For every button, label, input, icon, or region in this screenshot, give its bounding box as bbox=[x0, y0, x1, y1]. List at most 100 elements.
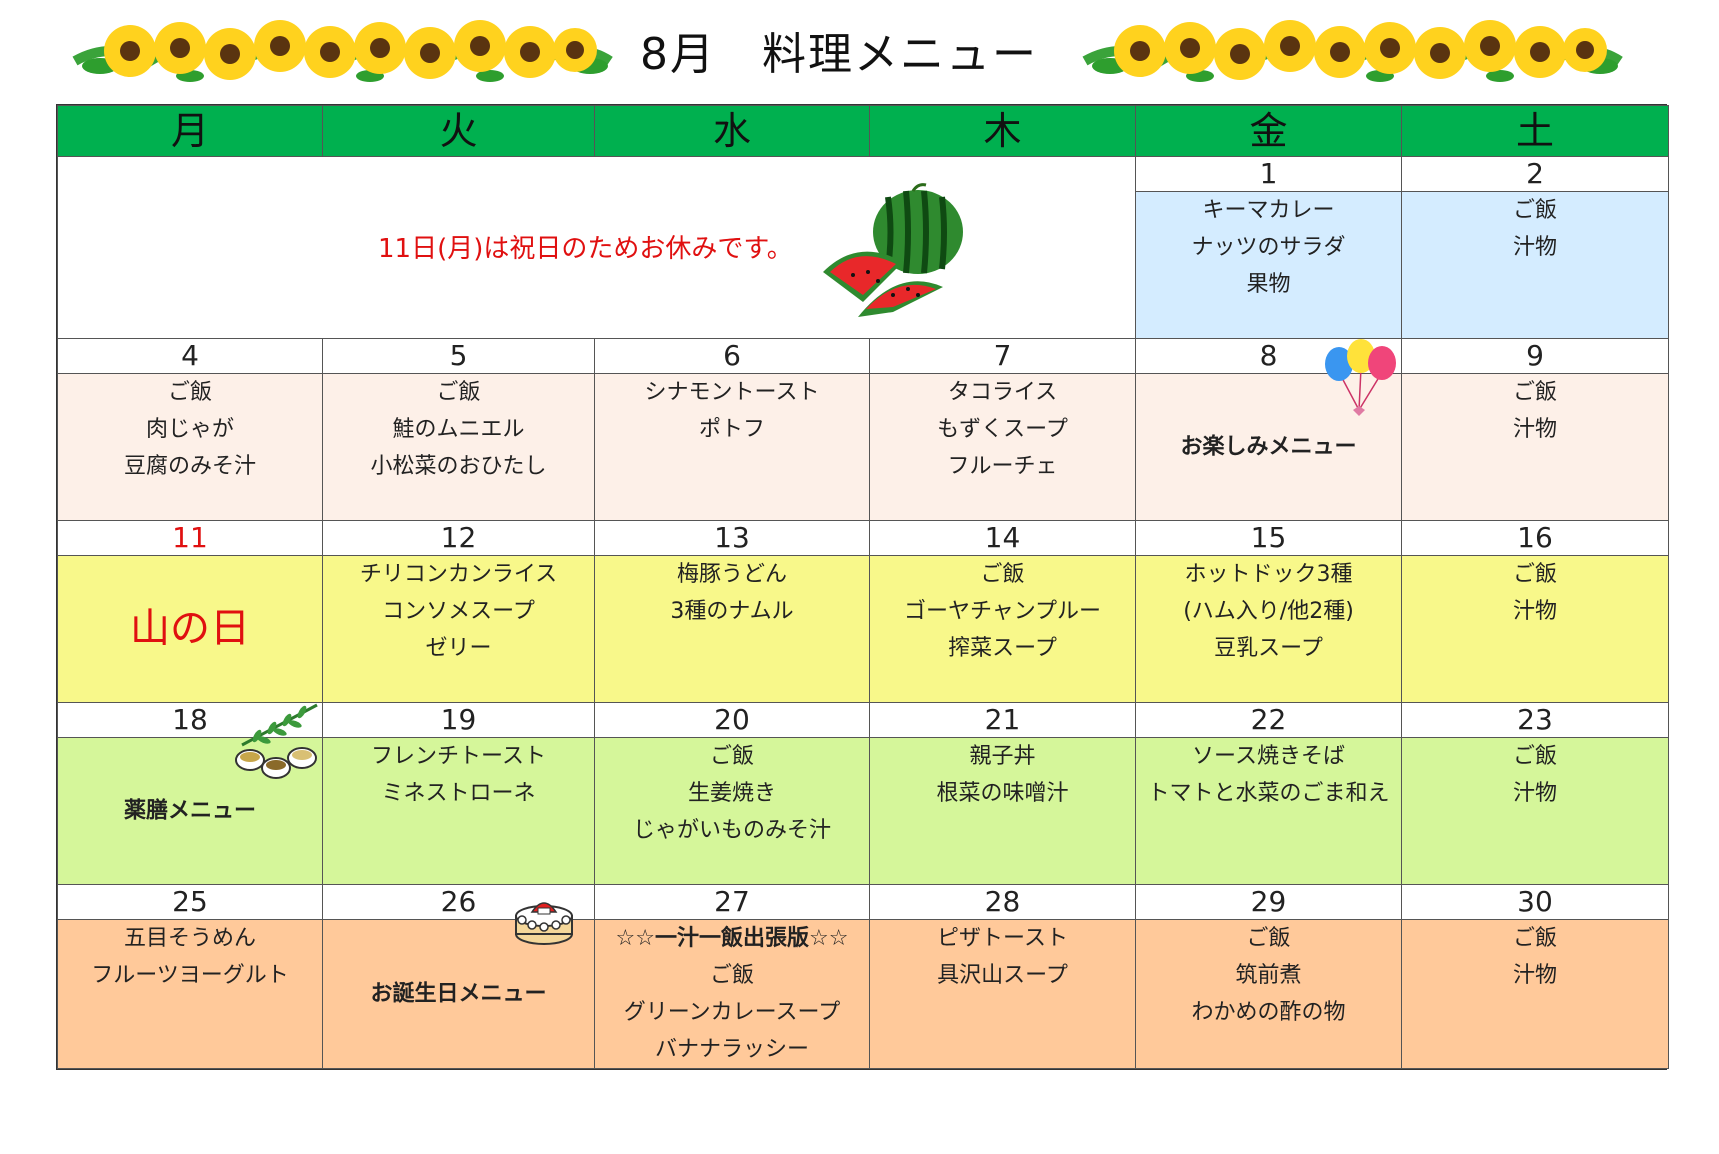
menu-cell-18: 薬膳メニュー bbox=[57, 703, 323, 885]
menu-item: チリコンカンライス bbox=[359, 562, 558, 587]
day-number: 9 bbox=[1401, 338, 1669, 374]
day-number: 5 bbox=[322, 338, 595, 374]
day-number: 15 bbox=[1135, 520, 1402, 556]
menu-item: ご飯 bbox=[980, 562, 1025, 587]
menu-cell-26: お誕生日メニュー bbox=[322, 902, 595, 1069]
week4-number-row: 18 19 20 21 22 23 bbox=[57, 702, 1669, 738]
menu-item: 果物 bbox=[1246, 272, 1291, 297]
menu-cell-14: ご飯 ゴーヤチャンプルー 搾菜スープ bbox=[869, 555, 1136, 703]
menu-cell-11: 山の日 bbox=[57, 555, 323, 703]
menu-item: 汁物 bbox=[1512, 781, 1557, 806]
weekday-fri: 金 bbox=[1135, 105, 1402, 157]
menu-cell-15: ホットドック3種 (ハム入り/他2種) 豆乳スープ bbox=[1135, 555, 1402, 703]
page-header: 8月 料理メニュー bbox=[0, 0, 1719, 100]
weekday-thu: 木 bbox=[869, 105, 1136, 157]
menu-item: ゼリー bbox=[425, 636, 492, 661]
menu-cell-25: 五目そうめん フルーツヨーグルト bbox=[57, 919, 323, 1069]
holiday-label: 山の日 bbox=[130, 605, 250, 652]
menu-item: ナッツのサラダ bbox=[1191, 235, 1346, 260]
day-number: 16 bbox=[1401, 520, 1669, 556]
menu-item: シナモントースト bbox=[644, 380, 820, 405]
menu-cell-4: ご飯 肉じゃが 豆腐のみそ汁 bbox=[57, 373, 323, 521]
week1-menu-row: キーマカレー ナッツのサラダ 果物 ご飯 汁物 bbox=[58, 191, 1669, 339]
day-number: 19 bbox=[322, 702, 595, 738]
menu-cell-30: ご飯 汁物 bbox=[1401, 919, 1669, 1069]
menu-cell-2: ご飯 汁物 bbox=[1401, 191, 1669, 339]
menu-item: ご飯 bbox=[709, 963, 754, 988]
week1-number-row: 11日(月)は祝日のためお休みです。 1 2 bbox=[57, 156, 1669, 339]
menu-cell-28: ピザトースト 具沢山スープ bbox=[869, 919, 1136, 1069]
menu-cell-1: キーマカレー ナッツのサラダ 果物 bbox=[1135, 191, 1402, 339]
menu-item: 豆腐のみそ汁 bbox=[123, 454, 256, 479]
menu-cell-19: フレンチトースト ミネストローネ bbox=[322, 737, 595, 885]
day-number: 11 bbox=[57, 520, 323, 556]
week2-menu-row: ご飯 肉じゃが 豆腐のみそ汁 ご飯 鮭のムニエル 小松菜のおひたし シナモントー… bbox=[57, 339, 1669, 521]
menu-item: ご飯 bbox=[1246, 926, 1291, 951]
day-number: 23 bbox=[1401, 702, 1669, 738]
day-number: 13 bbox=[594, 520, 870, 556]
menu-item: 五目そうめん bbox=[123, 926, 256, 951]
day-number: 20 bbox=[594, 702, 870, 738]
special-menu-label: お楽しみメニュー bbox=[1180, 434, 1357, 460]
menu-cell-7: タコライス もずくスープ フルーチェ bbox=[869, 373, 1136, 521]
week3-number-row: 11 12 13 14 15 16 bbox=[57, 520, 1669, 556]
menu-cell-6: シナモントースト ポトフ bbox=[594, 373, 870, 521]
day-number: 2 bbox=[1401, 156, 1669, 192]
sunflower-garland-icon bbox=[1082, 20, 1623, 82]
day-number: 22 bbox=[1135, 702, 1402, 738]
weekday-wed: 水 bbox=[594, 105, 870, 157]
menu-cell-5: ご飯 鮭のムニエル 小松菜のおひたし bbox=[322, 373, 595, 521]
menu-item: グリーンカレースープ bbox=[623, 1000, 841, 1025]
menu-cell-29: ご飯 筑前煮 わかめの酢の物 bbox=[1135, 919, 1402, 1069]
menu-item: 肉じゃが bbox=[145, 417, 234, 442]
day-number: 27 bbox=[594, 884, 870, 920]
day-number: 12 bbox=[322, 520, 595, 556]
menu-item: ピザトースト bbox=[937, 926, 1068, 951]
menu-item: フレンチトースト bbox=[371, 744, 546, 769]
menu-item: 汁物 bbox=[1512, 599, 1557, 624]
menu-item: (ハム入り/他2種) bbox=[1183, 599, 1354, 624]
menu-item: 搾菜スープ bbox=[948, 636, 1057, 661]
menu-item: ホットドック3種 bbox=[1184, 562, 1353, 587]
menu-item: 豆乳スープ bbox=[1214, 636, 1323, 661]
menu-cell-27: ☆☆一汁一飯出張版☆☆ ご飯 グリーンカレースープ バナナラッシー bbox=[594, 919, 870, 1069]
menu-cell-20: ご飯 生姜焼き じゃがいものみそ汁 bbox=[594, 737, 870, 885]
day-number: 29 bbox=[1135, 884, 1402, 920]
day-number: 21 bbox=[869, 702, 1136, 738]
weekday-header-row: 月 火 水 木 金 土 bbox=[57, 105, 1669, 157]
menu-item: 筑前煮 bbox=[1235, 963, 1302, 988]
menu-item: 鮭のムニエル bbox=[392, 417, 525, 442]
menu-item: ポトフ bbox=[698, 417, 765, 442]
sunflower-garland-icon bbox=[72, 20, 613, 82]
menu-item: バナナラッシー bbox=[654, 1037, 809, 1062]
week5-menu-row: 五目そうめん フルーツヨーグルト お誕生日メニュー ☆☆一汁一飯出張版☆☆ ご飯… bbox=[57, 902, 1669, 1069]
menu-item: もずくスープ bbox=[937, 417, 1068, 442]
menu-item: フルーチェ bbox=[947, 454, 1058, 479]
menu-item: 根菜の味噌汁 bbox=[936, 781, 1069, 806]
menu-item: フルーツヨーグルト bbox=[91, 963, 289, 988]
menu-item: キーマカレー bbox=[1202, 198, 1335, 223]
menu-item: ご飯 bbox=[167, 380, 212, 405]
menu-item: ご飯 bbox=[1512, 926, 1557, 951]
day-number: 25 bbox=[57, 884, 323, 920]
menu-cell-16: ご飯 汁物 bbox=[1401, 555, 1669, 703]
day-number: 18 bbox=[57, 702, 323, 738]
balloons-icon bbox=[1325, 339, 1396, 416]
weekday-mon: 月 bbox=[57, 105, 323, 157]
day-number: 7 bbox=[869, 338, 1136, 374]
menu-item: 生姜焼き bbox=[687, 781, 776, 806]
day-number: 30 bbox=[1401, 884, 1669, 920]
menu-item: ソース焼きそば bbox=[1192, 744, 1345, 769]
birthday-cake-icon bbox=[515, 902, 573, 945]
menu-item: タコライス bbox=[947, 380, 1058, 405]
menu-calendar: 月 火 水 木 金 土 11日(月)は祝日のためお休みです。 1 2 キーマカレ… bbox=[56, 104, 1669, 1070]
week4-menu-row: 薬膳メニュー フレンチトースト ミネストローネ ご飯 生姜焼き じゃがいものみそ… bbox=[57, 703, 1669, 885]
special-menu-label: お誕生日メニュー bbox=[370, 981, 547, 1007]
menu-item: 具沢山スープ bbox=[937, 963, 1068, 988]
weekday-sat: 土 bbox=[1401, 105, 1669, 157]
menu-cell-8: お楽しみメニュー bbox=[1135, 339, 1402, 521]
weekday-tue: 火 bbox=[322, 105, 595, 157]
menu-item: ご飯 bbox=[436, 380, 481, 405]
week5-number-row: 25 26 27 28 29 30 bbox=[57, 884, 1669, 920]
menu-item: トマトと水菜のごま和え bbox=[1147, 781, 1390, 806]
